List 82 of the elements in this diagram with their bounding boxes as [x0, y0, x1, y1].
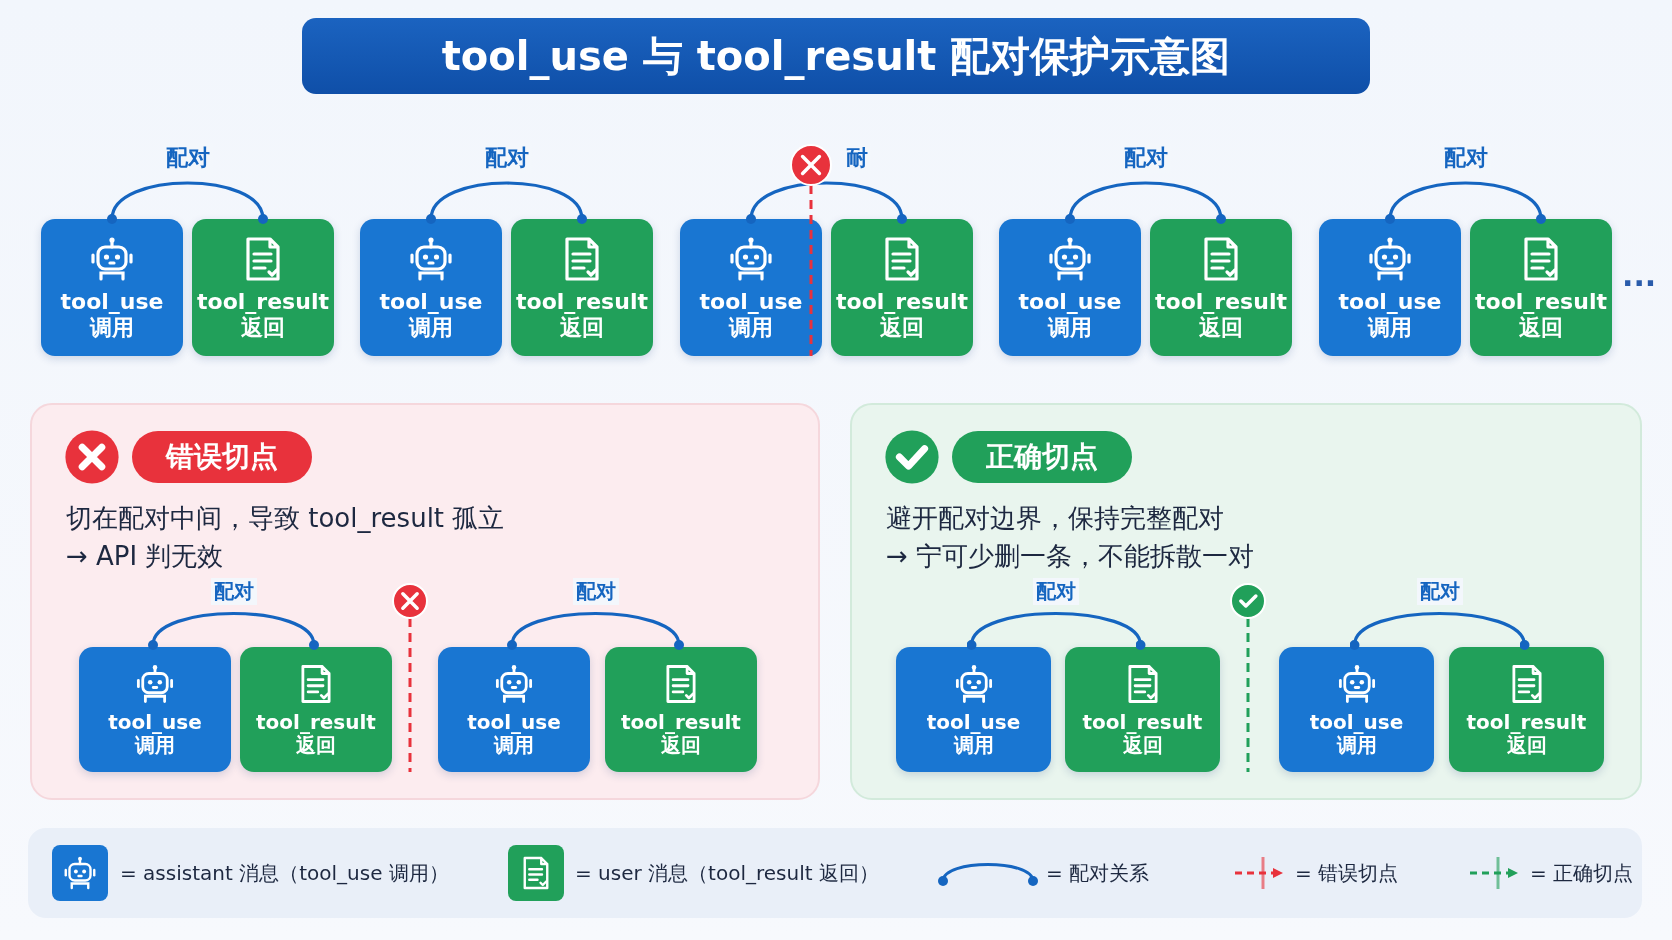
pairing-arc — [1349, 611, 1530, 650]
legend-text: = 正确切点 — [1530, 860, 1634, 887]
assistant-message-box — [1279, 647, 1434, 772]
message-type: tool_use — [60, 289, 164, 315]
message-type: tool_result — [621, 710, 741, 734]
message-role: 返回 — [880, 314, 924, 340]
message-type: tool_result — [197, 289, 329, 315]
message-role: 调用 — [90, 314, 134, 340]
description-text: 避开配对边界，保持完整配对 — [886, 502, 1224, 535]
assistant-message-box — [896, 647, 1051, 772]
correct-panel — [850, 403, 1642, 800]
message-role: 调用 — [135, 733, 175, 757]
assistant-message-box — [41, 219, 183, 356]
status-pill: 正确切点 — [952, 431, 1132, 483]
assistant-message-box — [1319, 219, 1461, 356]
pairing-arc — [148, 611, 319, 650]
edge-label: 配对 — [1416, 578, 1463, 605]
user-message-box — [1449, 647, 1604, 772]
message-type: tool_use — [108, 710, 202, 734]
user-message-box — [1470, 219, 1612, 356]
description-text: → 宁可少删一条，不能拆散一对 — [886, 540, 1255, 573]
message-type: tool_use — [699, 289, 803, 315]
message-type: tool_result — [516, 289, 648, 315]
pairing-arc — [1385, 181, 1546, 224]
pairing-arc — [966, 611, 1146, 650]
description-text: → API 判无效 — [66, 540, 224, 573]
message-type: tool_result — [1155, 289, 1287, 315]
message-role: 返回 — [241, 314, 285, 340]
user-message-box — [605, 647, 757, 772]
message-type: tool_result — [1082, 710, 1203, 734]
message-type: tool_result — [836, 289, 968, 315]
message-role: 调用 — [494, 733, 534, 757]
assistant-message-box — [79, 647, 231, 772]
message-role: 返回 — [560, 314, 604, 340]
message-role: 调用 — [1336, 733, 1377, 757]
message-role: 调用 — [1368, 314, 1412, 340]
legend-text: = user 消息（tool_result 返回） — [575, 860, 879, 887]
message-role: 返回 — [1122, 733, 1163, 757]
pairing-arc — [107, 181, 268, 224]
user-message-box — [831, 219, 973, 356]
assistant-message-box — [360, 219, 502, 356]
assistant-message-box — [999, 219, 1141, 356]
legend-text: = assistant 消息（tool_use 调用） — [120, 860, 449, 887]
message-type: tool_use — [1338, 289, 1442, 315]
legend-text: = 配对关系 — [1046, 860, 1150, 887]
pairing-arc — [746, 181, 907, 224]
legend-text: = 错误切点 — [1295, 860, 1399, 887]
message-role: 调用 — [1048, 314, 1092, 340]
message-role: 返回 — [1199, 314, 1243, 340]
message-type: tool_result — [256, 710, 376, 734]
ellipsis: ··· — [1622, 266, 1657, 301]
message-type: tool_use — [379, 289, 483, 315]
pairing-arc — [507, 611, 684, 650]
pairing-arc — [1065, 181, 1226, 224]
message-role: 返回 — [1519, 314, 1563, 340]
user-message-box — [1150, 219, 1292, 356]
title: tool_use 与 tool_result 配对保护示意图 — [441, 31, 1231, 82]
status-pill: 错误切点 — [132, 431, 312, 483]
message-type: tool_use — [1018, 289, 1122, 315]
user-message-box — [1065, 647, 1220, 772]
edge-label: 配对 — [1033, 578, 1079, 605]
message-type: tool_use — [1309, 710, 1404, 734]
message-type: tool_use — [926, 710, 1021, 734]
message-type: tool_use — [467, 710, 561, 734]
description-text: 切在配对中间，导致 tool_result 孤立 — [66, 502, 505, 535]
user-message-box — [511, 219, 653, 356]
error-panel — [30, 403, 820, 800]
message-type: tool_result — [1466, 710, 1587, 734]
message-role: 调用 — [953, 733, 994, 757]
assistant-message-box — [680, 219, 822, 356]
message-role: 返回 — [661, 733, 701, 757]
user-message-box — [240, 647, 392, 772]
edge-label: 配对 — [210, 578, 257, 605]
assistant-message-box — [438, 647, 590, 772]
message-role: 调用 — [409, 314, 453, 340]
message-role: 返回 — [1506, 733, 1547, 757]
message-type: tool_result — [1475, 289, 1607, 315]
edge-label: 配对 — [572, 578, 619, 605]
pairing-arc — [426, 181, 587, 224]
user-message-box — [192, 219, 334, 356]
message-role: 返回 — [296, 733, 336, 757]
message-role: 调用 — [729, 314, 773, 340]
